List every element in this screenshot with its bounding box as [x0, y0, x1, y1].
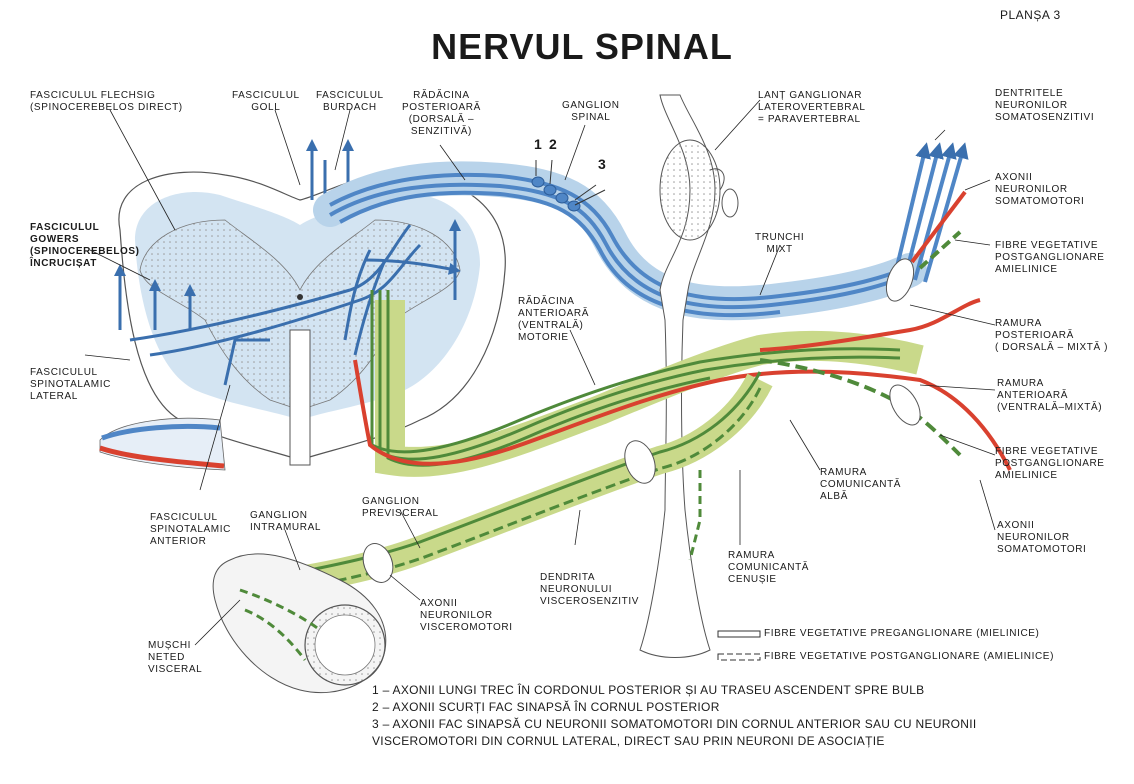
footnotes: 1 – AXONII LUNGI TREC ÎN CORDONUL POSTER… [372, 682, 1132, 750]
footnote-1: 1 – AXONII LUNGI TREC ÎN CORDONUL POSTER… [372, 683, 925, 697]
visceral-organ [212, 553, 387, 694]
label-anterior-spinothalamic: FASCICULUL SPINOTALAMIC ANTERIOR [150, 512, 231, 547]
label-previsceral-ganglion: GANGLION PREVISCERAL [362, 496, 439, 519]
leader-lines [84, 99, 996, 646]
label-spinal-ganglion: GANGLION SPINAL [562, 100, 620, 123]
label-somatomotor-axons-bottom: AXONII NEURONILOR SOMATOMOTORI [997, 520, 1087, 555]
marker-1: 1 [534, 136, 542, 152]
page-title: NERVUL SPINAL [431, 26, 733, 67]
label-goll: FASCICULUL GOLL [232, 90, 300, 113]
label-somatomotor-axons-top: AXONII NEURONILOR SOMATOMOTORI [995, 172, 1085, 207]
label-postganglionic-bottom: FIBRE VEGETATIVE POSTGANGLIONARE AMIELIN… [995, 446, 1105, 481]
label-visceral-muscle: MUȘCHI NETED VISCERAL [148, 640, 203, 675]
label-flechsig: FASCICULUL FLECHSIG (SPINOCEREBELOS DIRE… [30, 90, 183, 113]
label-viscerosensory-dendrite: DENDRITA NEURONULUI VISCEROSENZITIV [540, 572, 640, 607]
marker-2: 2 [549, 136, 557, 152]
label-postganglionic-top: FIBRE VEGETATIVE POSTGANGLIONARE AMIELIN… [995, 240, 1105, 275]
legend-symbols [717, 630, 761, 661]
label-sensory-dendrites: DENTRITELE NEURONILOR SOMATOSENZITIVI [995, 88, 1095, 123]
label-mixed-trunk: TRUNCHI MIXT [755, 232, 805, 255]
plate-number: PLANȘA 3 [1000, 8, 1061, 22]
label-posterior-branch: RAMURA POSTERIOARĂ ( DORSALĂ – MIXTĂ ) [995, 318, 1109, 353]
ascending-sensory-fibers [114, 139, 461, 386]
label-posterior-root: RĂDĂCINA POSTERIOARĂ (DORSALĂ – SENZITIV… [402, 90, 481, 137]
label-white-ramus: RAMURA COMUNICANTĂ ALBĂ [820, 467, 902, 502]
label-visceromotor-axons: AXONII NEURONILOR VISCEROMOTORI [420, 598, 513, 633]
label-gray-ramus: RAMURA COMUNICANTĂ CENUȘIE [728, 550, 810, 585]
label-gowers: FASCICULUL GOWERS (SPINOCEREBELOS) ÎNCRU… [30, 222, 140, 269]
spinal-cord-section [99, 171, 506, 471]
visceral-branch [297, 371, 773, 594]
footnote-3-cont: VISCEROMOTORI DIN CORNUL LATERAL, DIRECT… [372, 734, 885, 748]
label-burdach: FASCICULUL BURDACH [316, 90, 384, 113]
footnote-3: 3 – AXONII FAC SINAPSĂ CU NEURONII SOMAT… [372, 717, 977, 731]
label-sympathetic-chain: LANȚ GANGLIONAR LATEROVERTEBRAL = PARAVE… [758, 90, 866, 125]
anterior-root-bundle [353, 258, 1012, 477]
label-anterior-branch: RAMURA ANTERIOARĂ (VENTRALĂ–MIXTĂ) [997, 378, 1103, 413]
label-anterior-root: RĂDĂCINA ANTERIOARĂ (VENTRALĂ) MOTORIE [518, 296, 590, 343]
label-intramural-ganglion: GANGLION INTRAMURAL [250, 510, 322, 533]
label-lateral-spinothalamic: FASCICULUL SPINOTALAMIC LATERAL [30, 367, 111, 402]
legend-postganglionic: FIBRE VEGETATIVE POSTGANGLIONARE (AMIELI… [764, 651, 1055, 662]
marker-3: 3 [598, 156, 606, 172]
legend-preganglionic: FIBRE VEGETATIVE PREGANGLIONARE (MIELINI… [764, 628, 1040, 639]
footnote-2: 2 – AXONII SCURȚI FAC SINAPSĂ ÎN CORNUL … [372, 700, 720, 714]
